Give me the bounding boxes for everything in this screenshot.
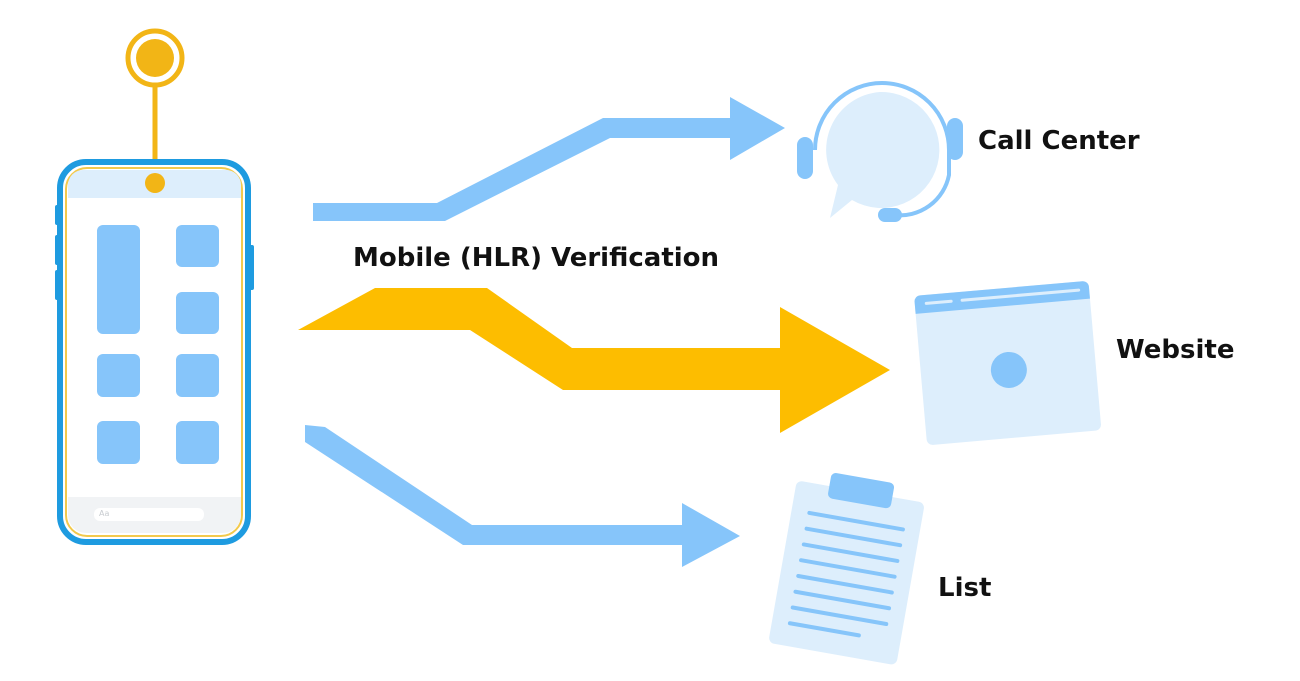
phone-icon	[55, 159, 254, 545]
clipboard-list-icon	[769, 473, 924, 665]
phone-search-placeholder: Aa	[99, 509, 110, 518]
headset-chat-icon	[797, 81, 963, 222]
list-label: List	[938, 573, 992, 603]
arrow-to-website	[298, 288, 890, 433]
diagram-title: Mobile (HLR) Verification	[353, 243, 720, 273]
location-pin-icon	[125, 28, 185, 162]
website-label: Website	[1116, 335, 1235, 365]
arrow-to-call-center	[313, 97, 785, 221]
browser-window-icon	[914, 281, 1101, 445]
call-center-label: Call Center	[978, 126, 1140, 156]
arrow-to-list	[305, 425, 740, 567]
